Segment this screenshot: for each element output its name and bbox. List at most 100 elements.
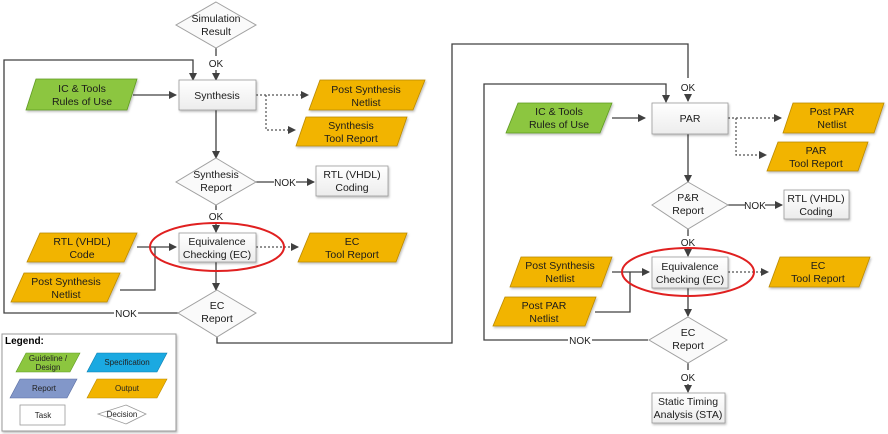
task-equivalence-checking-left[interactable]: Equivalence Checking (EC) [178,232,257,263]
highlight-ellipse-left [149,222,285,272]
node-label: Code [69,249,94,261]
task-static-timing-analysis[interactable]: Static Timing Analysis (STA) [651,392,726,424]
ok-label: OK [681,238,696,249]
decision-label: Report [672,205,704,217]
legend-task: Task [19,404,66,426]
right-dotted-connectors [728,114,782,276]
node-label: RTL (VHDL) [53,236,110,248]
legend-label: Decision [107,410,138,419]
node-label: Synthesis [328,120,374,132]
node-label: Netlist [817,119,846,131]
node-label: IC & Tools [58,83,106,95]
decision-label: EC [681,327,696,339]
legend-label: Specification [104,358,149,367]
task-par[interactable]: PAR [651,102,729,135]
node-label: RTL (VHDL) [323,169,380,181]
legend-report: Report [9,378,78,399]
guideline-ic-tools-right[interactable]: IC & Tools Rules of Use [505,102,613,134]
node-label: Static Timing [658,396,718,408]
guideline-ic-tools-left[interactable]: IC & Tools Rules of Use [25,78,138,111]
left-connectors [3,43,692,344]
decision-label: EC [210,300,225,312]
nok-label: NOK [274,178,296,189]
decision-label: Result [201,26,231,38]
node-label: Post PAR [522,300,567,312]
task-rtl-coding-left[interactable]: RTL (VHDL) Coding [315,165,389,197]
output-ec-tool-report-right[interactable]: EC Tool Report [768,256,871,288]
highlight-ellipse-right [621,247,755,297]
output-synthesis-tool-report[interactable]: Synthesis Tool Report [295,116,408,147]
node-label: Equivalence [188,236,245,248]
right-connectors [483,83,783,393]
node-label: Netlist [529,313,558,325]
edge-synthesis-to-toolreport [265,95,296,134]
node-label: Tool Report [324,133,378,145]
node-label: Analysis (STA) [654,409,723,421]
legend-label: Design [36,363,61,372]
nok-label: NOK [115,309,137,320]
left-dotted-connectors [256,91,309,251]
node-label: Post PAR [810,106,855,118]
node-label: Coding [799,206,832,218]
node-label: Post Synthesis [331,84,400,96]
node-label: Netlist [51,289,80,301]
output-post-synthesis-netlist[interactable]: Post Synthesis Netlist [308,79,426,111]
ok-label: OK [209,212,224,223]
output-par-tool-report[interactable]: PAR Tool Report [766,141,869,172]
decision-label: Simulation [191,13,240,25]
ok-label: OK [209,59,224,70]
edge-par-to-partoolreport [735,118,767,159]
legend-label: Report [32,384,57,393]
edge-ecreport-to-par [216,43,689,344]
task-synthesis[interactable]: Synthesis [178,79,257,111]
legend-output: Output [86,378,168,399]
output-post-par-netlist-input[interactable]: Post PAR Netlist [492,296,597,327]
output-post-synthesis-netlist-input[interactable]: Post Synthesis Netlist [10,272,121,303]
task-equivalence-checking-right[interactable]: Equivalence Checking (EC) [651,256,729,289]
node-label: Checking (EC) [183,249,251,261]
decision-ec-report-left[interactable]: EC Report [177,289,257,338]
node-label: PAR [806,145,827,157]
legend-label: Task [35,411,52,420]
decision-ec-report-right[interactable]: EC Report [648,316,728,364]
decision-label: Report [672,340,704,352]
node-label: Tool Report [789,158,843,170]
output-ec-tool-report-left[interactable]: EC Tool Report [297,232,408,263]
decision-label: P&R [677,192,699,204]
decision-label: Synthesis [193,169,239,181]
decision-label: Report [200,182,232,194]
edge-postsynth-to-ec [120,247,156,291]
output-post-synthesis-netlist-right[interactable]: Post Synthesis Netlist [509,256,613,288]
node-label: RTL (VHDL) [787,193,844,205]
legend: Legend: Guideline / Design Specification… [1,333,177,432]
legend-specification: Specification [86,352,168,373]
nok-label: NOK [569,336,591,347]
node-label: Tool Report [325,249,379,261]
node-label: Netlist [351,97,380,109]
ok-label: OK [681,83,696,94]
node-label: EC [345,236,360,248]
edge-ec-nok-loop [3,59,197,314]
decision-simulation-result[interactable]: Simulation Result [174,1,258,49]
edge-postpar-to-ec-right [595,272,631,313]
node-label: Rules of Use [529,119,589,131]
node-label: Tool Report [791,273,845,285]
node-label: Netlist [545,273,574,285]
legend-decision: Decision [96,404,147,425]
node-label: Checking (EC) [656,274,724,286]
output-post-par-netlist[interactable]: Post PAR Netlist [782,102,885,134]
ok-label: OK [681,373,696,384]
node-label: Equivalence [661,261,718,273]
decision-pr-report[interactable]: P&R Report [651,181,729,230]
nok-label: NOK [744,201,766,212]
node-label: Synthesis [194,90,240,102]
decision-synthesis-report[interactable]: Synthesis Report [175,157,257,206]
legend-label: Output [115,384,140,393]
decision-label: Report [201,313,233,325]
node-label: EC [811,260,826,272]
output-rtl-code[interactable]: RTL (VHDL) Code [26,232,138,263]
task-rtl-coding-right[interactable]: RTL (VHDL) Coding [783,189,850,220]
legend-guideline: Guideline / Design [15,352,81,373]
node-label: Rules of Use [52,96,112,108]
